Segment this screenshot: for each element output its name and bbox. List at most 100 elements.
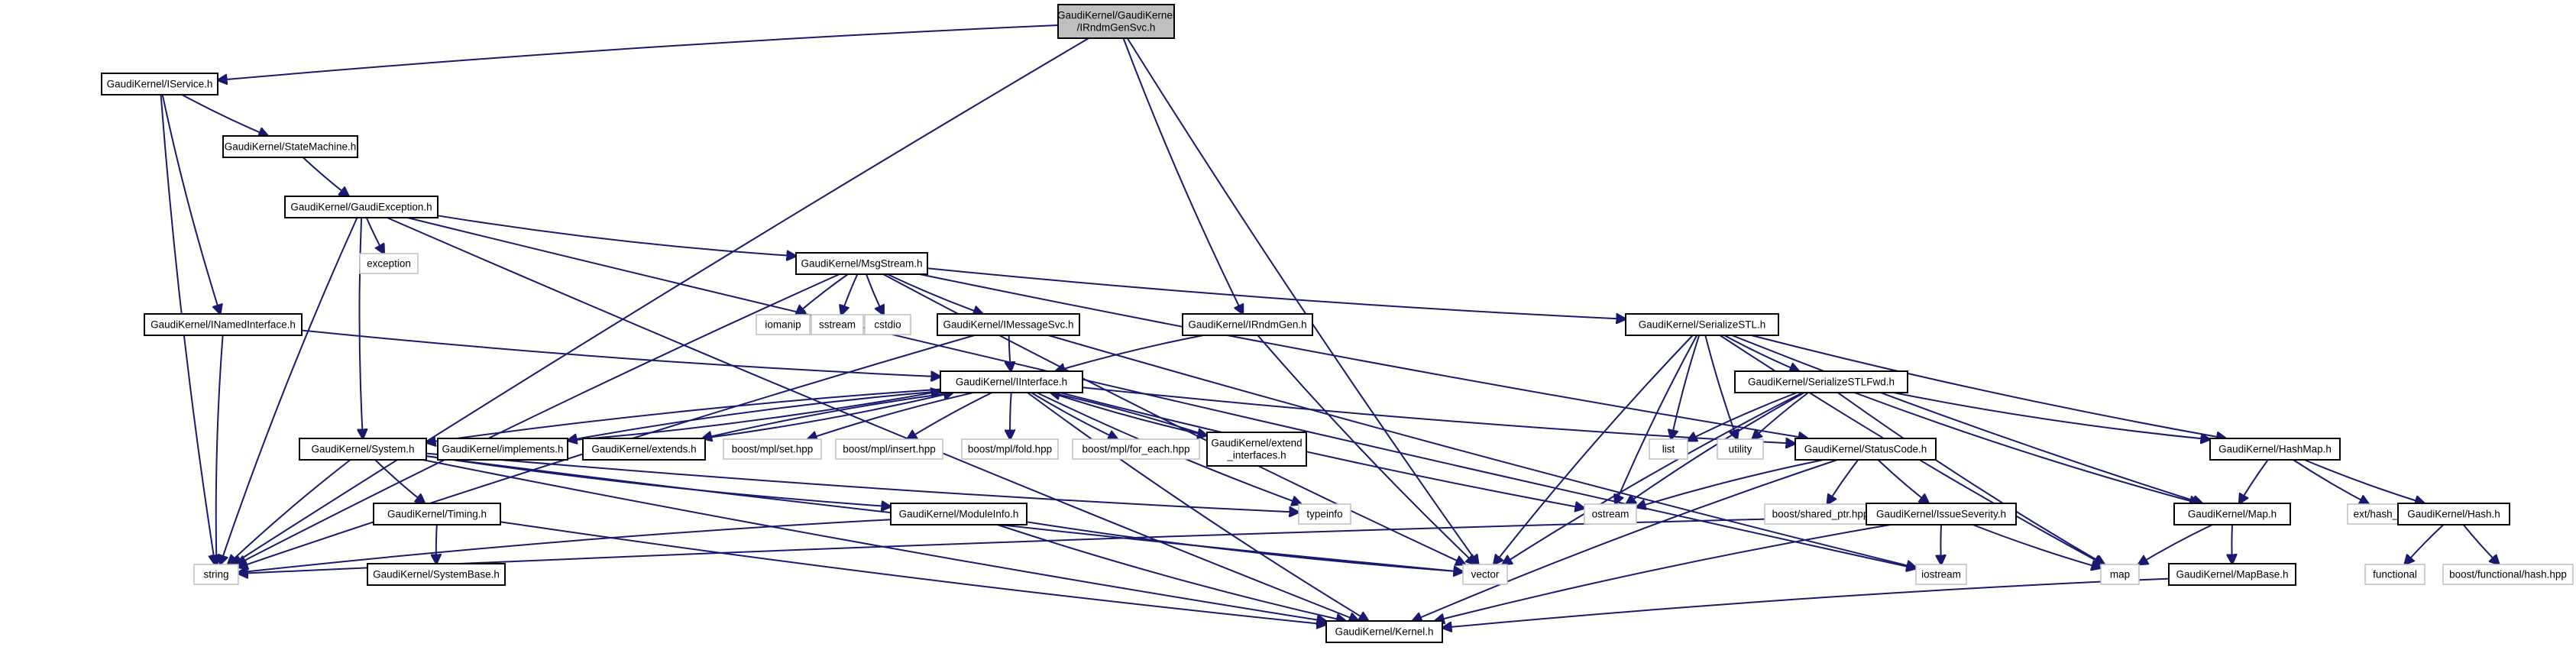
node-label: boost/shared_ptr.hpp (1772, 509, 1869, 520)
node-msgstream[interactable]: GaudiKernel/MsgStream.h (795, 252, 928, 275)
node-box[interactable] (582, 438, 706, 461)
edge-iinterface-to-mplforeach (1031, 392, 1118, 439)
node-inamedinterface[interactable]: GaudiKernel/INamedInterface.h (144, 313, 303, 336)
node-box (1584, 503, 1637, 525)
node-kernel[interactable]: GaudiKernel/Kernel.h (1325, 620, 1443, 643)
node-gaudiexception[interactable]: GaudiKernel/GaudiException.h (284, 196, 439, 218)
node-box (1462, 564, 1508, 585)
node-box[interactable] (144, 313, 303, 336)
edge-serializestl-to-hashmap (1751, 335, 2225, 438)
node-vector: vector (1462, 564, 1508, 585)
edge-system-to-typeinfo (426, 452, 1299, 513)
node-label: ostream (1592, 509, 1629, 520)
edge-irndmgen-to-iinterface (1056, 335, 1204, 371)
node-extends[interactable]: GaudiKernel/extends.h (582, 438, 706, 461)
node-box[interactable] (1206, 432, 1307, 467)
edge-gaudiexception-to-iostream (406, 217, 1916, 568)
edge-system-to-string (228, 459, 351, 564)
node-box[interactable] (2168, 563, 2296, 586)
edge-root-to-iservice (218, 24, 1059, 80)
node-statemachine[interactable]: GaudiKernel/StateMachine.h (222, 135, 358, 158)
node-box (756, 314, 811, 335)
node-box[interactable] (222, 135, 358, 158)
edge-iinterface-to-extends (703, 392, 953, 438)
node-box[interactable] (1057, 4, 1175, 39)
node-box[interactable] (1182, 313, 1313, 336)
node-box[interactable] (373, 503, 501, 525)
node-box[interactable] (890, 503, 1027, 525)
node-box (961, 438, 1059, 460)
edge-serializestlfwd-to-vector (1503, 392, 1804, 564)
node-box[interactable] (1325, 620, 1443, 643)
node-label: sstream (819, 319, 856, 331)
node-typeinfo: typeinfo (1298, 503, 1351, 525)
edge-issueseverity-to-map (1972, 524, 2102, 568)
edge-system-to-timing (374, 459, 425, 503)
node-box[interactable] (795, 252, 928, 275)
node-mapbase[interactable]: GaudiKernel/MapBase.h (2168, 563, 2296, 586)
node-label: cstdio (874, 319, 901, 331)
node-timing[interactable]: GaudiKernel/Timing.h (373, 503, 501, 525)
edge-issueseverity-to-kernel (1435, 524, 1891, 621)
node-moduleinfo[interactable]: GaudiKernel/ModuleInfo.h (890, 503, 1027, 525)
node-statuscode[interactable]: GaudiKernel/StatusCode.h (1794, 438, 1937, 461)
node-label: GaudiKernel/INamedInterface.h (150, 319, 296, 331)
node-box[interactable] (367, 563, 506, 586)
node-box[interactable] (1794, 438, 1937, 461)
node-box[interactable] (1625, 313, 1779, 336)
edge-serializestl-to-list (1671, 335, 1701, 439)
node-box[interactable] (1734, 370, 1908, 393)
node-box[interactable] (1866, 503, 2017, 525)
edge-serializestlfwd-to-map (1837, 392, 2105, 564)
node-box[interactable] (101, 73, 218, 95)
node-hashmap[interactable]: GaudiKernel/HashMap.h (2209, 438, 2341, 461)
node-implements[interactable]: GaudiKernel/implements.h (437, 438, 568, 461)
node-serializestl[interactable]: GaudiKernel/SerializeSTL.h (1625, 313, 1779, 336)
node-label: _interfaces.h (1226, 450, 1286, 461)
edge-statuscode-to-issueseverity (1877, 459, 1928, 503)
edge-irndmgen-to-vector (1257, 335, 1475, 564)
node-label: GaudiKernel/extend (1211, 438, 1302, 449)
edge-gaudiexception-to-msgstream (437, 215, 796, 256)
node-box[interactable] (940, 370, 1083, 393)
node-extendinterfaces[interactable]: GaudiKernel/extend_interfaces.h (1206, 432, 1307, 467)
node-label: GaudiKernel/MapBase.h (2176, 569, 2288, 580)
node-ostream: ostream (1584, 503, 1637, 525)
node-string: string (193, 564, 239, 585)
node-box[interactable] (937, 313, 1080, 336)
node-mapfile[interactable]: GaudiKernel/Map.h (2173, 503, 2291, 525)
node-systembase[interactable]: GaudiKernel/SystemBase.h (367, 563, 506, 586)
edge-inamedinterface-to-iinterface (301, 329, 940, 377)
node-cstdio: cstdio (864, 314, 911, 335)
edge-iinterface-to-implements (568, 390, 941, 441)
node-box[interactable] (299, 438, 427, 461)
node-label: GaudiKernel/IRndmGen.h (1188, 319, 1306, 331)
node-label: functional (2373, 569, 2417, 580)
node-box[interactable] (2397, 503, 2510, 525)
edge-gaudiexception-to-string (220, 217, 358, 564)
node-box[interactable] (437, 438, 568, 461)
node-serializestlfwd[interactable]: GaudiKernel/SerializeSTLFwd.h (1734, 370, 1908, 393)
node-label: /IRndmGenSvc.h (1077, 22, 1156, 34)
node-irndmgen[interactable]: GaudiKernel/IRndmGen.h (1182, 313, 1313, 336)
edge-serializestlfwd-to-mapfile (1854, 392, 2199, 503)
node-root[interactable]: GaudiKernel/GaudiKernel/IRndmGenSvc.h (1057, 4, 1175, 39)
node-box[interactable] (2173, 503, 2291, 525)
node-box[interactable] (284, 196, 439, 218)
node-system[interactable]: GaudiKernel/System.h (299, 438, 427, 461)
edge-iinterface-to-extendinterfaces (1050, 392, 1207, 435)
node-hash[interactable]: GaudiKernel/Hash.h (2397, 503, 2510, 525)
node-imessagesvc[interactable]: GaudiKernel/IMessageSvc.h (937, 313, 1080, 336)
node-box[interactable] (2209, 438, 2341, 461)
edge-serializestlfwd-to-list (1688, 392, 1798, 441)
edge-issueseverity-to-iostream (1940, 524, 1941, 564)
node-issueseverity[interactable]: GaudiKernel/IssueSeverity.h (1866, 503, 2017, 525)
edge-moduleinfo-to-string (238, 519, 892, 572)
edge-serializestl-to-vector (1493, 335, 1694, 564)
node-iservice[interactable]: GaudiKernel/IService.h (101, 73, 218, 95)
edge-timing-to-systembase (436, 524, 437, 564)
edge-statuscode-to-sharedptr (1827, 459, 1859, 504)
node-iinterface[interactable]: GaudiKernel/IInterface.h (940, 370, 1083, 393)
edges-layer (160, 24, 2500, 628)
node-label: typeinfo (1306, 509, 1342, 520)
